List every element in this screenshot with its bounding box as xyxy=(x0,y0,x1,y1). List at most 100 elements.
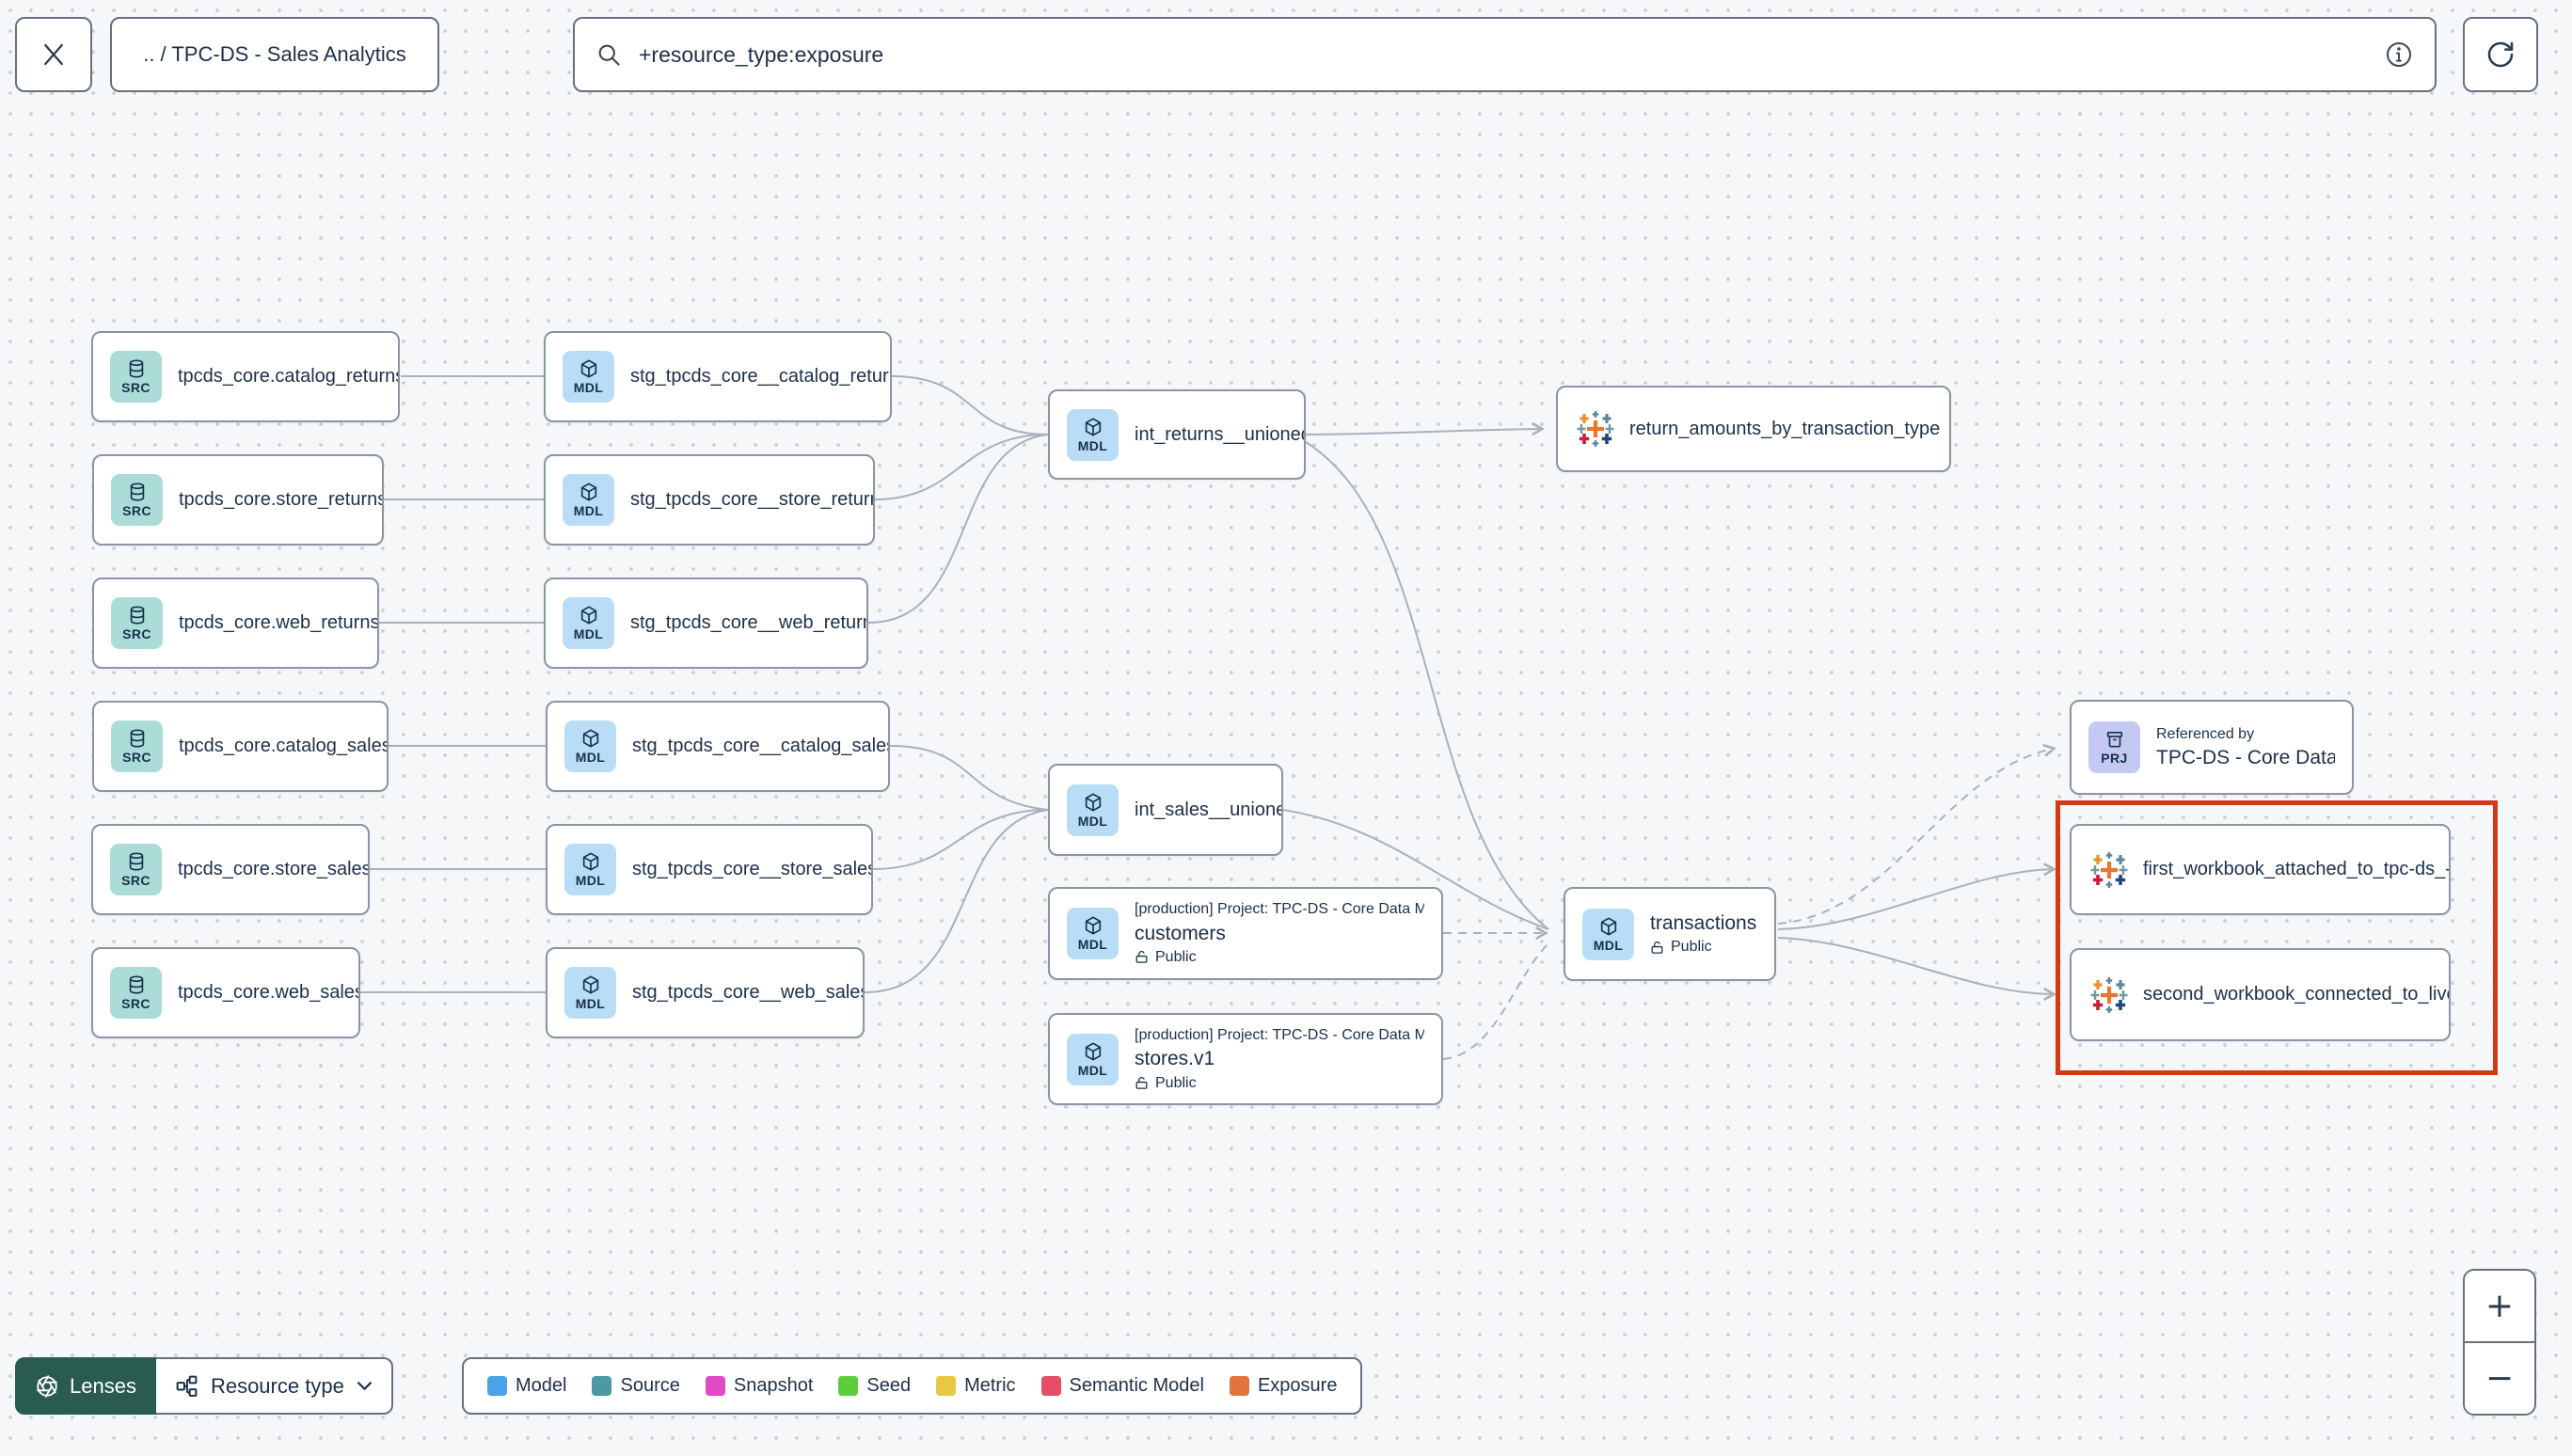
badge-label: SRC xyxy=(122,503,151,518)
unlock-icon xyxy=(1135,1076,1148,1089)
package-icon xyxy=(2106,732,2122,748)
database-icon xyxy=(130,483,144,501)
close-button[interactable] xyxy=(15,17,92,92)
project-badge: PRJ xyxy=(2088,721,2140,773)
source-badge: SRC xyxy=(111,474,163,526)
plus-icon: + xyxy=(2485,1287,2515,1325)
node-title: stg_tpcds_core__catalog_returns xyxy=(630,366,892,387)
legend-label: Snapshot xyxy=(733,1375,814,1396)
search-bar xyxy=(573,17,2437,92)
badge-label: MDL xyxy=(1077,937,1108,952)
cube-icon xyxy=(1085,417,1101,436)
node-int-sales-unioned[interactable]: MDL int_sales__unioned xyxy=(1048,764,1283,856)
node-stg-catalog-sales[interactable]: MDL stg_tpcds_core__catalog_sales xyxy=(546,701,890,792)
legend-item-exposure: Exposure xyxy=(1229,1375,1337,1397)
lenses-button[interactable]: Lenses xyxy=(15,1357,156,1415)
node-stg-web-returns[interactable]: MDL stg_tpcds_core__web_returns xyxy=(544,578,868,669)
cube-icon xyxy=(580,483,596,501)
node-text: [production] Project: TPC-DS - Core Data… xyxy=(1135,901,1424,965)
database-icon xyxy=(130,606,144,625)
node-title: tpcds_core.web_sales xyxy=(178,982,360,1003)
node-src-web-sales[interactable]: SRC tpcds_core.web_sales xyxy=(91,947,360,1038)
node-stg-catalog-returns[interactable]: MDL stg_tpcds_core__catalog_returns xyxy=(544,331,892,422)
node-exposure-first-workbook[interactable]: first_workbook_attached_to_tpc-ds_-_… xyxy=(2070,824,2451,915)
model-badge: MDL xyxy=(564,844,616,895)
refresh-button[interactable] xyxy=(2463,17,2538,92)
access-label: Public xyxy=(1155,949,1197,966)
legend-item-metric: Metric xyxy=(936,1375,1016,1397)
node-stores-v1[interactable]: MDL [production] Project: TPC-DS - Core … xyxy=(1048,1013,1443,1105)
breadcrumb[interactable]: .. / TPC-DS - Sales Analytics xyxy=(110,17,439,92)
source-badge: SRC xyxy=(110,351,162,403)
model-badge: MDL xyxy=(1067,908,1119,959)
node-title: second_workbook_connected_to_live… xyxy=(2143,984,2451,1005)
access-line: Public xyxy=(1135,1075,1424,1092)
search-input[interactable] xyxy=(637,40,2369,69)
resource-type-label: Resource type xyxy=(210,1373,344,1398)
node-title: customers xyxy=(1135,922,1226,944)
node-exposure-second-workbook[interactable]: second_workbook_connected_to_live… xyxy=(2070,948,2451,1041)
model-badge: MDL xyxy=(563,597,614,649)
node-stg-web-sales[interactable]: MDL stg_tpcds_core__web_sales xyxy=(546,947,865,1038)
badge-label: MDL xyxy=(1077,813,1108,829)
cube-icon xyxy=(580,606,596,625)
legend-item-seed: Seed xyxy=(838,1375,911,1397)
metric-swatch xyxy=(936,1376,957,1396)
cube-icon xyxy=(1085,916,1101,935)
node-customers[interactable]: MDL [production] Project: TPC-DS - Core … xyxy=(1048,887,1443,980)
node-title: tpcds_core.store_sales xyxy=(178,859,370,879)
node-stg-store-returns[interactable]: MDL stg_tpcds_core__store_returns xyxy=(544,454,875,546)
unlock-icon xyxy=(1135,951,1148,964)
node-src-catalog-sales[interactable]: SRC tpcds_core.catalog_sales xyxy=(92,701,389,792)
referenced-by-label: Referenced by xyxy=(2156,725,2255,742)
node-title: stg_tpcds_core__web_returns xyxy=(630,612,868,633)
legend-item-semantic-model: Semantic Model xyxy=(1040,1375,1204,1397)
lenses-controls: Lenses Resource type xyxy=(15,1357,393,1415)
lenses-label: Lenses xyxy=(70,1373,136,1398)
model-badge: MDL xyxy=(1582,908,1634,960)
source-badge: SRC xyxy=(111,720,163,772)
legend-item-snapshot: Snapshot xyxy=(705,1375,814,1397)
node-exposure-return-amounts[interactable]: return_amounts_by_transaction_type xyxy=(1556,386,1951,472)
project-line: [production] Project: TPC-DS - Core Data… xyxy=(1135,901,1424,918)
node-title: return_amounts_by_transaction_type xyxy=(1629,418,1941,439)
node-text: Referenced by TPC-DS - Core Data Models xyxy=(2156,726,2335,769)
badge-label: SRC xyxy=(121,996,151,1011)
database-icon xyxy=(130,729,144,748)
access-label: Public xyxy=(1671,939,1712,956)
node-src-store-sales[interactable]: SRC tpcds_core.store_sales xyxy=(91,824,370,915)
node-src-store-returns[interactable]: SRC tpcds_core.store_returns xyxy=(92,454,384,546)
hierarchy-icon xyxy=(176,1375,198,1397)
resource-type-dropdown[interactable]: Resource type xyxy=(155,1357,393,1415)
node-transactions[interactable]: MDL transactions Public xyxy=(1564,887,1776,981)
zoom-out-button[interactable]: − xyxy=(2465,1341,2534,1414)
seed-swatch xyxy=(838,1376,859,1396)
node-title: first_workbook_attached_to_tpc-ds_-_… xyxy=(2143,859,2451,879)
badge-label: MDL xyxy=(573,380,604,395)
highlight-box xyxy=(2056,800,2498,1075)
model-badge: MDL xyxy=(564,720,616,772)
node-int-returns-unioned[interactable]: MDL int_returns__unioned xyxy=(1048,389,1306,480)
project-line: [production] Project: TPC-DS - Core Data… xyxy=(1135,1026,1424,1043)
node-src-catalog-returns[interactable]: SRC tpcds_core.catalog_returns xyxy=(91,331,400,422)
close-icon xyxy=(44,43,63,66)
source-badge: SRC xyxy=(111,597,163,649)
zoom-in-button[interactable]: + xyxy=(2465,1271,2534,1341)
breadcrumb-label: .. / TPC-DS - Sales Analytics xyxy=(143,42,406,66)
badge-label: MDL xyxy=(575,996,606,1011)
info-icon[interactable] xyxy=(2384,40,2414,70)
node-title: tpcds_core.catalog_returns xyxy=(178,366,400,387)
node-title: stg_tpcds_core__web_sales xyxy=(632,982,865,1003)
legend-label: Seed xyxy=(866,1375,912,1396)
cube-icon xyxy=(1085,792,1101,812)
badge-label: MDL xyxy=(575,873,606,888)
node-title: int_returns__unioned xyxy=(1135,423,1306,445)
aperture-icon xyxy=(37,1374,57,1398)
node-stg-store-sales[interactable]: MDL stg_tpcds_core__store_sales xyxy=(546,824,873,915)
unlock-icon xyxy=(1651,941,1663,954)
node-referenced-by-project[interactable]: PRJ Referenced by TPC-DS - Core Data Mod… xyxy=(2070,700,2354,795)
node-src-web-returns[interactable]: SRC tpcds_core.web_returns xyxy=(92,578,379,669)
tableau-icon xyxy=(2090,976,2128,1013)
chevron-down-icon xyxy=(357,1382,372,1390)
tableau-icon xyxy=(2090,851,2128,888)
